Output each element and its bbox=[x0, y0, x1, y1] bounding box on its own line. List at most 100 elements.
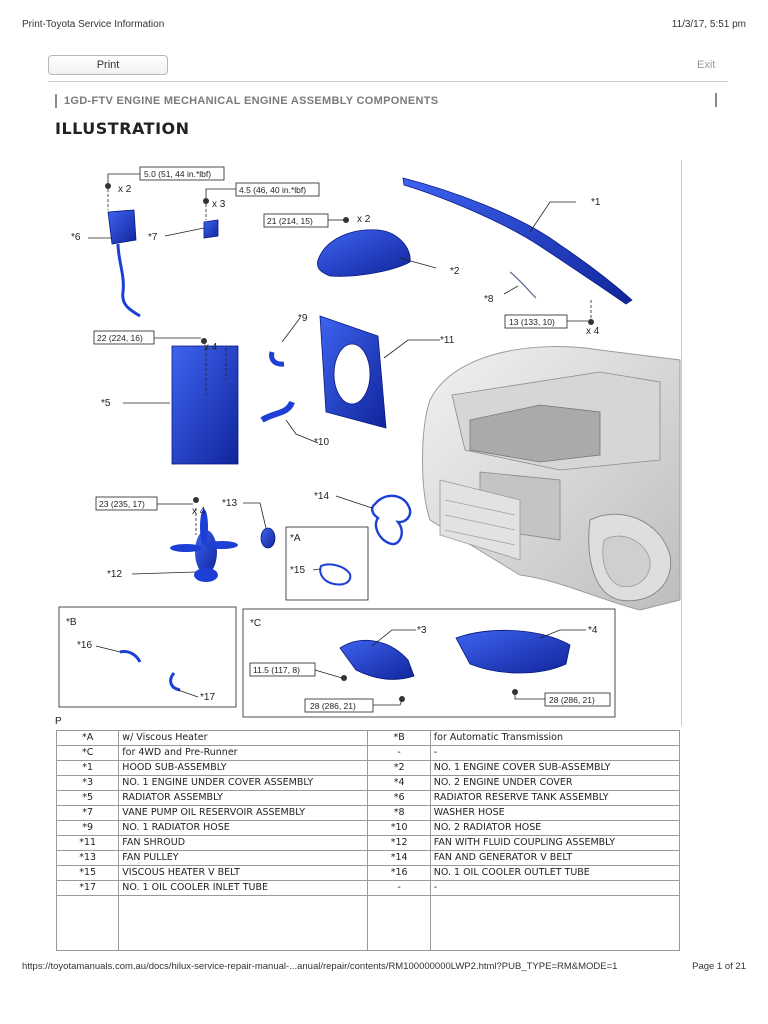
quantity-text: x 3 bbox=[212, 199, 226, 210]
quantity-text: x 4 bbox=[192, 506, 206, 517]
callout-label: *7 bbox=[148, 232, 158, 243]
legend-value-cell: NO. 1 OIL COOLER OUTLET TUBE bbox=[429, 865, 681, 881]
legend-key-cell: *8 bbox=[367, 805, 431, 821]
callout-label: *1 bbox=[591, 197, 601, 208]
legend-key-cell: *15 bbox=[55, 865, 120, 881]
callout-labels: *1 *2 *3 *4 *5 *6 *7 *8 *9 *10 *11 *12 *… bbox=[66, 197, 601, 703]
components-illustration: 5.0 (51, 44 in.*lbf) 4.5 (46, 40 in.*lbf… bbox=[58, 166, 681, 718]
under-cover-2-part bbox=[455, 630, 571, 674]
legend-value-cell: FAN SHROUD bbox=[118, 835, 369, 851]
callout-label: *3 bbox=[417, 625, 427, 636]
footer-page-number: Page 1 of 21 bbox=[692, 961, 746, 972]
reserve-tank-hose bbox=[116, 243, 141, 318]
under-cover-1-part bbox=[339, 640, 415, 680]
legend-key-cell: *A bbox=[55, 730, 120, 746]
print-button[interactable]: Print bbox=[48, 55, 168, 75]
oil-cooler-outlet-tube bbox=[119, 650, 142, 663]
legend-key-cell: *9 bbox=[55, 820, 120, 836]
section-title: ILLUSTRATION bbox=[55, 119, 190, 138]
legend-key-cell: *11 bbox=[55, 835, 120, 851]
torque-text: 28 (286, 21) bbox=[310, 701, 356, 711]
callout-label: *5 bbox=[101, 398, 111, 409]
bolt-icons bbox=[105, 183, 594, 702]
legend-value-cell: VISCOUS HEATER V BELT bbox=[118, 865, 369, 881]
quantity-text: x 4 bbox=[586, 326, 600, 337]
callout-label: *10 bbox=[314, 437, 329, 448]
legend-key-cell: *2 bbox=[367, 760, 431, 776]
hood-part bbox=[402, 177, 633, 305]
callout-label: *17 bbox=[200, 692, 215, 703]
legend-empty-cell bbox=[367, 895, 431, 951]
breadcrumb: 1GD-FTV ENGINE MECHANICAL ENGINE ASSEMBL… bbox=[55, 94, 438, 108]
breadcrumb-end-bar bbox=[715, 93, 717, 107]
legend-value-cell: - bbox=[429, 880, 681, 896]
quantity-text: x 2 bbox=[357, 214, 371, 225]
callout-label: *6 bbox=[71, 232, 81, 243]
radiator-part bbox=[171, 345, 239, 465]
legend-empty-row bbox=[55, 895, 681, 951]
legend-key-cell: *13 bbox=[55, 850, 120, 866]
legend-value-cell: w/ Viscous Heater bbox=[118, 730, 369, 746]
legend-value-cell: VANE PUMP OIL RESERVOIR ASSEMBLY bbox=[118, 805, 369, 821]
inset-label: *C bbox=[250, 618, 261, 629]
legend-value-cell: NO. 1 ENGINE COVER SUB-ASSEMBLY bbox=[429, 760, 681, 776]
fan-pulley-part bbox=[260, 527, 276, 549]
inset-label: *B bbox=[66, 617, 77, 628]
oil-cooler-inlet-tube bbox=[169, 672, 181, 692]
legend-empty-cell bbox=[55, 895, 120, 951]
header-divider bbox=[48, 81, 728, 82]
legend-key-cell: *4 bbox=[367, 775, 431, 791]
inset-a-box bbox=[285, 526, 369, 601]
torque-text: 11.5 (117, 8) bbox=[253, 665, 300, 675]
legend-value-cell: WASHER HOSE bbox=[429, 805, 681, 821]
page-header-title: Print-Toyota Service Information bbox=[22, 19, 165, 30]
reserve-tank-part bbox=[107, 209, 137, 245]
legend-key-cell: *B bbox=[367, 730, 431, 746]
torque-text: 5.0 (51, 44 in.*lbf) bbox=[144, 169, 211, 179]
legend-empty-cell bbox=[429, 895, 681, 951]
oil-reservoir-part bbox=[203, 219, 219, 239]
inset-b-box bbox=[58, 606, 237, 708]
callout-label: *12 bbox=[107, 569, 122, 580]
callout-label: *4 bbox=[588, 625, 598, 636]
fan-belt-part bbox=[370, 494, 412, 546]
legend-value-cell: for 4WD and Pre-Runner bbox=[118, 745, 369, 761]
callout-label: *11 bbox=[440, 335, 455, 346]
illustration-id-label: P bbox=[55, 716, 62, 727]
callout-label: *13 bbox=[222, 498, 237, 509]
legend-key-cell: *14 bbox=[367, 850, 431, 866]
legend-value-cell: NO. 1 ENGINE UNDER COVER ASSEMBLY bbox=[118, 775, 369, 791]
torque-text: 23 (235, 17) bbox=[99, 499, 145, 509]
vehicle-front-drawing bbox=[422, 346, 681, 611]
legend-value-cell: for Automatic Transmission bbox=[429, 730, 681, 746]
torque-text: 22 (224, 16) bbox=[97, 333, 143, 343]
washer-hose-part bbox=[509, 271, 537, 299]
radiator-hose-1 bbox=[269, 351, 285, 367]
page-header-datetime: 11/3/17, 5:51 pm bbox=[671, 19, 746, 30]
quantity-text: x 2 bbox=[118, 184, 132, 195]
footer-url: https://toyotamanuals.com.au/docs/hilux-… bbox=[22, 961, 618, 972]
exit-link[interactable]: Exit bbox=[697, 59, 716, 71]
legend-key-cell: *12 bbox=[367, 835, 431, 851]
illustration-frame-rule bbox=[681, 160, 682, 726]
callout-label: *16 bbox=[77, 640, 92, 651]
callout-label: *8 bbox=[484, 294, 494, 305]
viscous-belt-part bbox=[319, 563, 352, 586]
legend-value-cell: RADIATOR RESERVE TANK ASSEMBLY bbox=[429, 790, 681, 806]
legend-value-cell: NO. 2 ENGINE UNDER COVER bbox=[429, 775, 681, 791]
legend-key-cell: *6 bbox=[367, 790, 431, 806]
fan-coupling-part bbox=[170, 509, 238, 582]
legend-key-cell: *5 bbox=[55, 790, 120, 806]
radiator-hose-2 bbox=[260, 400, 295, 423]
torque-labels bbox=[93, 166, 611, 713]
legend-key-cell: - bbox=[367, 880, 431, 896]
torque-values: 5.0 (51, 44 in.*lbf) 4.5 (46, 40 in.*lbf… bbox=[97, 169, 595, 711]
torque-text: 28 (286, 21) bbox=[549, 695, 595, 705]
torque-text: 21 (214, 15) bbox=[267, 216, 313, 226]
